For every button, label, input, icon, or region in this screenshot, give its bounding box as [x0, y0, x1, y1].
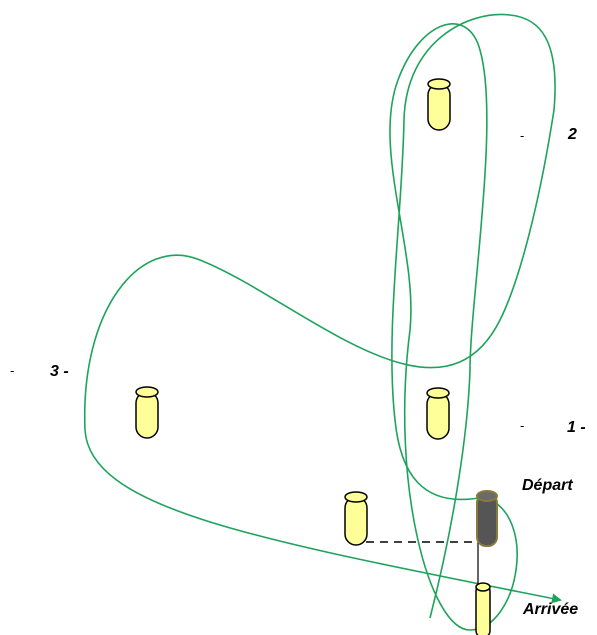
start-post: [476, 490, 498, 547]
finish-post: [475, 582, 491, 635]
dash-marker-3: -: [10, 363, 14, 378]
post-2: [427, 78, 451, 131]
label-marker-1: 1 -: [567, 419, 586, 436]
post-bottom: [344, 491, 368, 546]
label-marker-3: 3 -: [50, 363, 69, 380]
post-1: [426, 387, 450, 440]
label-arrivee: Arrivée: [522, 601, 578, 618]
course-route-return: [83, 13, 562, 604]
post-3: [135, 386, 159, 439]
label-marker-2: 2: [567, 126, 577, 143]
dash-marker-1: -: [520, 418, 524, 433]
dash-marker-2: -: [520, 128, 524, 143]
course-route-path: [389, 23, 518, 631]
label-depart: Départ: [522, 477, 573, 494]
